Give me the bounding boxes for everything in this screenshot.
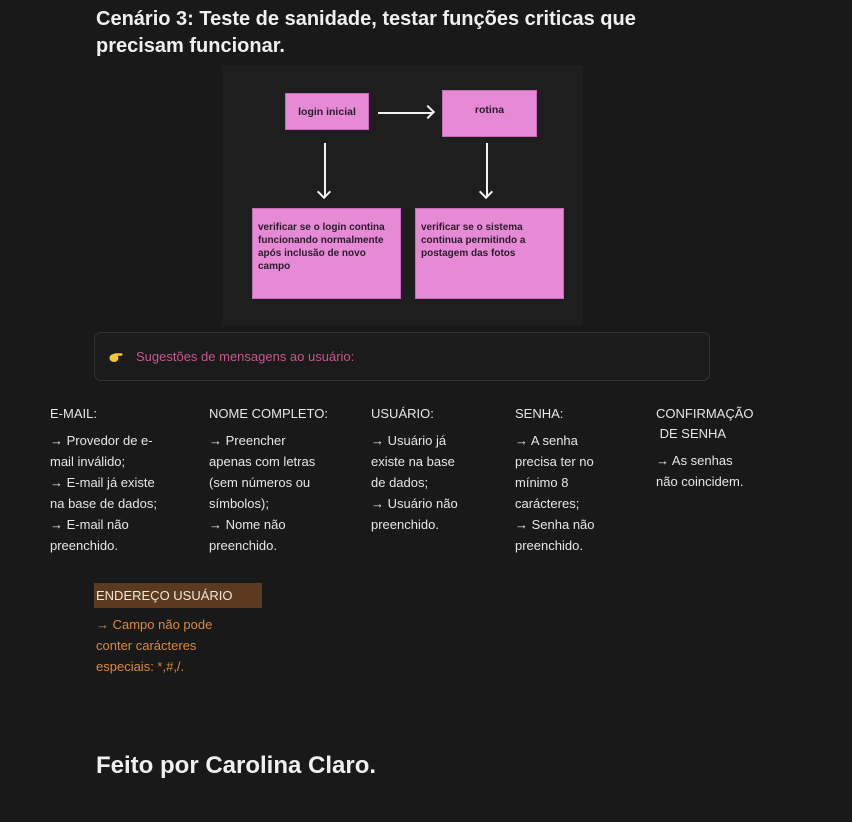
node-text-line: continua permitindo a bbox=[421, 235, 526, 246]
page-title-line-2: precisam funcionar. bbox=[96, 35, 285, 57]
node-text-line: postagem das fotos bbox=[421, 248, 516, 259]
node-login-inicial: login inicial bbox=[285, 93, 369, 130]
column-heading: E-MAIL: bbox=[50, 406, 97, 421]
column-line: símbolos); bbox=[209, 496, 269, 511]
column-line: existe na base bbox=[371, 454, 455, 469]
column-line: → Provedor de e- bbox=[50, 433, 153, 448]
column-line: preenchido. bbox=[50, 538, 118, 553]
column-line: → Usuário já bbox=[371, 433, 447, 448]
column-heading: USUÁRIO: bbox=[371, 406, 434, 421]
address-heading: ENDEREÇO USUÁRIO bbox=[94, 583, 262, 608]
column-line: precisa ter no bbox=[515, 454, 594, 469]
column-email: E-MAIL: → Provedor de e- mail inválido; … bbox=[50, 404, 157, 556]
column-line: → A senha bbox=[515, 433, 578, 448]
column-line: preenchido. bbox=[371, 517, 439, 532]
column-line: → Nome não bbox=[209, 517, 286, 532]
node-text-line: verificar se o sistema bbox=[421, 222, 523, 233]
column-heading: CONFIRMAÇÃO DE SENHA bbox=[656, 404, 754, 444]
callout-text: Sugestões de mensagens ao usuário: bbox=[136, 349, 355, 364]
node-label: rotina bbox=[474, 104, 505, 116]
column-line: (sem números ou bbox=[209, 475, 311, 490]
arrow-down-icon bbox=[324, 143, 326, 196]
arrow-right-icon bbox=[378, 112, 432, 114]
column-line: → Senha não bbox=[515, 517, 595, 532]
node-text-line: funcionando normalmente bbox=[258, 235, 384, 246]
pointing-hand-icon bbox=[109, 350, 123, 364]
arrow-down-icon bbox=[486, 143, 488, 196]
node-verify-system: verificar se o sistema continua permitin… bbox=[415, 208, 564, 299]
column-nome-completo: NOME COMPLETO: → Preencher apenas com le… bbox=[209, 404, 328, 556]
column-line: não coincidem. bbox=[656, 474, 744, 489]
page-title: Cenário 3: Teste de sanidade, testar fun… bbox=[96, 6, 656, 60]
column-line: mínimo 8 bbox=[515, 475, 569, 490]
author-footer: Feito por Carolina Claro. bbox=[96, 752, 377, 779]
column-line: → As senhas bbox=[656, 453, 733, 468]
node-text-line: após inclusão de novo bbox=[258, 248, 366, 259]
node-rotina: rotina bbox=[442, 90, 537, 137]
column-senha: SENHA: → A senha precisa ter no mínimo 8… bbox=[515, 404, 595, 556]
column-line: apenas com letras bbox=[209, 454, 316, 469]
address-line: especiais: *,#,/. bbox=[96, 659, 185, 674]
column-heading: SENHA: bbox=[515, 406, 564, 421]
column-heading-line: DE SENHA bbox=[656, 426, 727, 441]
column-line: carácteres; bbox=[515, 496, 580, 511]
column-confirmacao-senha: CONFIRMAÇÃO DE SENHA → As senhas não coi… bbox=[656, 404, 754, 492]
column-line: preenchido. bbox=[515, 538, 583, 553]
node-verify-login: verificar se o login contina funcionando… bbox=[252, 208, 401, 299]
flow-diagram-image: login inicial rotina verificar se o logi… bbox=[223, 65, 583, 325]
column-line: → E-mail não bbox=[50, 517, 129, 532]
address-line: conter carácteres bbox=[96, 638, 197, 653]
column-line: de dados; bbox=[371, 475, 429, 490]
node-label: login inicial bbox=[298, 105, 356, 118]
column-line: preenchido. bbox=[209, 538, 277, 553]
node-text-line: verificar se o login contina bbox=[258, 222, 385, 233]
column-usuario: USUÁRIO: → Usuário já existe na base de … bbox=[371, 404, 458, 535]
column-line: → Usuário não bbox=[371, 496, 458, 511]
page-title-line-1: Cenário 3: Teste de sanidade, testar fun… bbox=[96, 8, 636, 30]
column-line: mail inválido; bbox=[50, 454, 126, 469]
column-line: na base de dados; bbox=[50, 496, 157, 511]
column-heading-line: CONFIRMAÇÃO bbox=[656, 406, 754, 421]
suggestions-callout: Sugestões de mensagens ao usuário: bbox=[94, 332, 710, 381]
address-rules: → Campo não pode conter carácteres espec… bbox=[96, 614, 212, 677]
node-text-line: campo bbox=[258, 261, 291, 272]
column-line: → Preencher bbox=[209, 433, 286, 448]
column-heading: NOME COMPLETO: bbox=[209, 406, 328, 421]
column-line: → E-mail já existe bbox=[50, 475, 155, 490]
address-line: → Campo não pode bbox=[96, 617, 213, 632]
